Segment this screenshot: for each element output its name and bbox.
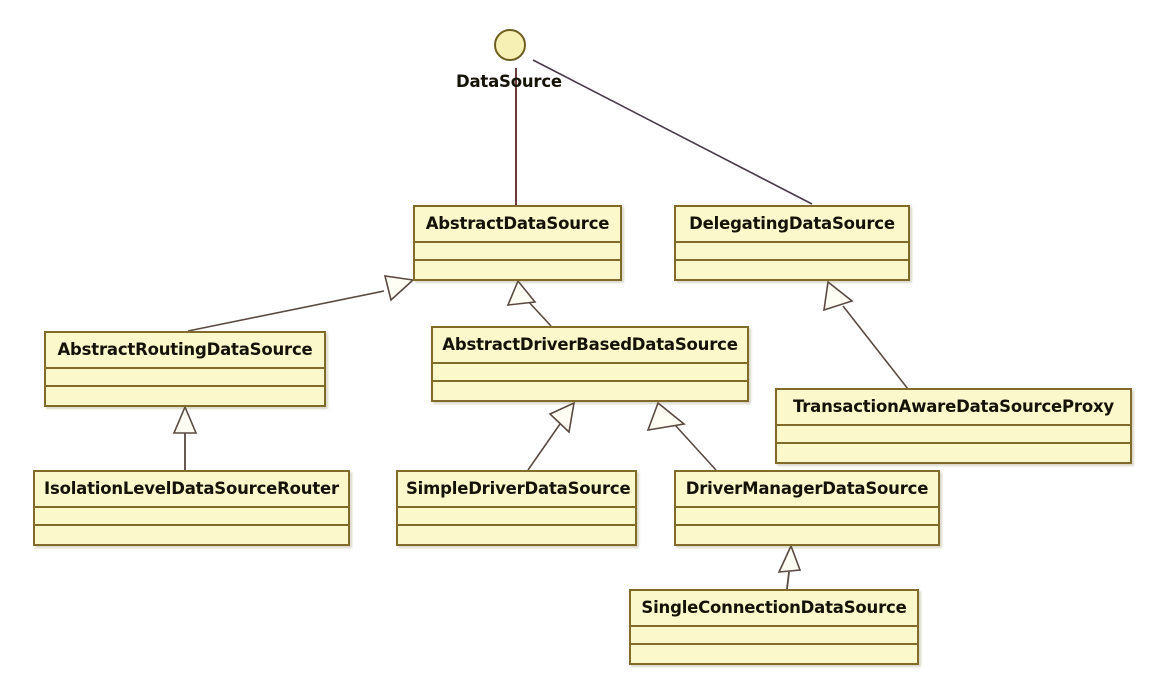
class-methods-compartment [398, 526, 635, 544]
class-attributes-compartment [46, 369, 324, 387]
class-methods-compartment [35, 526, 348, 544]
class-box-drivermanagerdatasource[interactable]: DriverManagerDataSource [674, 470, 940, 546]
class-attributes-compartment [631, 627, 917, 645]
class-box-isolationleveldatasourcerouter[interactable]: IsolationLevelDataSourceRouter [33, 470, 350, 546]
class-methods-compartment [631, 645, 917, 663]
edge-abstractroutingdatasource-to-abstractdatasource [187, 290, 385, 332]
class-attributes-compartment [433, 364, 747, 382]
class-name-abstractdatasource: AbstractDataSource [415, 207, 620, 243]
class-name-abstractroutingdatasource: AbstractRoutingDataSource [46, 333, 324, 369]
class-methods-compartment [777, 444, 1130, 462]
edge-simpledriverdatasource-to-abstractdriverbaseddatasource [527, 423, 561, 471]
class-name-isolationleveldatasourcerouter: IsolationLevelDataSourceRouter [35, 472, 348, 508]
arrowhead-hollow-triangle-transactionawaredatasourceproxy [823, 280, 854, 312]
class-attributes-compartment [777, 426, 1130, 444]
class-attributes-compartment [415, 243, 620, 261]
class-name-transactionawaredatasourceproxy: TransactionAwareDataSourceProxy [777, 390, 1130, 426]
class-name-delegatingdatasource: DelegatingDataSource [676, 207, 908, 243]
class-methods-compartment [46, 387, 324, 405]
arrowhead-hollow-triangle-singleconnectiondatasource [777, 543, 802, 573]
class-box-abstractdatasource[interactable]: AbstractDataSource [413, 205, 622, 281]
arrowhead-hollow-triangle-abstractdriverbaseddatasource [506, 279, 537, 306]
class-attributes-compartment [676, 243, 908, 261]
arrowhead-hollow-triangle-drivermanagerdatasource [646, 401, 686, 432]
class-methods-compartment [415, 261, 620, 279]
edge-singleconnectiondatasource-to-drivermanagerdatasource [786, 571, 790, 590]
class-methods-compartment [676, 261, 908, 279]
edge-delegatingdatasource-to-datasource [532, 59, 813, 205]
arrowhead-hollow-triangle-abstractroutingdatasource [383, 275, 415, 302]
class-box-delegatingdatasource[interactable]: DelegatingDataSource [674, 205, 910, 281]
class-name-simpledriverdatasource: SimpleDriverDataSource [398, 472, 635, 508]
class-methods-compartment [676, 526, 938, 544]
class-name-singleconnectiondatasource: SingleConnectionDataSource [631, 591, 917, 627]
class-box-abstractdriverbaseddatasource[interactable]: AbstractDriverBasedDataSource [431, 326, 749, 402]
edge-drivermanagerdatasource-to-abstractdriverbaseddatasource [674, 424, 717, 471]
class-attributes-compartment [398, 508, 635, 526]
edge-transactionawaredatasourceproxy-to-delegatingdatasource [842, 305, 909, 390]
class-attributes-compartment [35, 508, 348, 526]
class-methods-compartment [433, 382, 747, 400]
class-box-transactionawaredatasourceproxy[interactable]: TransactionAwareDataSourceProxy [775, 388, 1132, 464]
arrowhead-hollow-triangle-simpledriverdatasource [548, 401, 576, 434]
edge-abstractdriverbaseddatasource-to-abstractdatasource [526, 299, 552, 327]
interface-datasource-circle-icon[interactable] [494, 29, 526, 61]
interface-datasource-label: DataSource [456, 72, 562, 91]
arrowhead-hollow-triangle-isolationleveldatasourcerouter [172, 404, 198, 434]
class-attributes-compartment [676, 508, 938, 526]
class-name-abstractdriverbaseddatasource: AbstractDriverBasedDataSource [433, 328, 747, 364]
class-box-abstractroutingdatasource[interactable]: AbstractRoutingDataSource [44, 331, 326, 407]
class-name-drivermanagerdatasource: DriverManagerDataSource [676, 472, 938, 508]
class-box-simpledriverdatasource[interactable]: SimpleDriverDataSource [396, 470, 637, 546]
class-box-singleconnectiondatasource[interactable]: SingleConnectionDataSource [629, 589, 919, 665]
